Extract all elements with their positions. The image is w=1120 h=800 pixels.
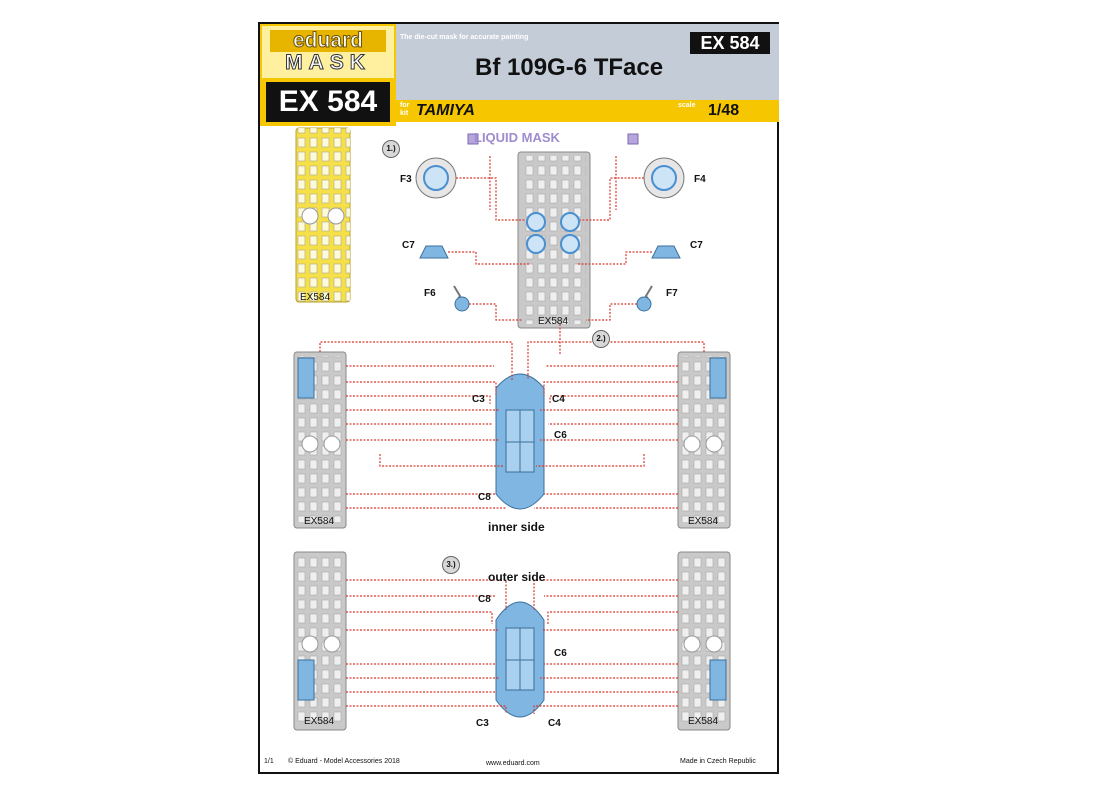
canopy-outer bbox=[495, 601, 545, 718]
copyright: © Eduard - Model Accessories 2018 bbox=[288, 758, 400, 765]
label-c7-right: C7 bbox=[690, 240, 703, 251]
grey-mask-sheet-3-left bbox=[293, 551, 347, 731]
canopy-inner bbox=[495, 373, 545, 510]
liquid-mask-marker-right bbox=[627, 133, 639, 145]
scale-label: scale bbox=[678, 102, 696, 109]
label-c4-outer: C4 bbox=[548, 718, 561, 729]
label-c8-inner: C8 bbox=[478, 492, 491, 503]
product-code-top: EX 584 bbox=[690, 32, 770, 54]
liquid-mask-label: LIQUID MASK bbox=[474, 130, 560, 145]
mask-diagram bbox=[293, 127, 731, 731]
step-2-badge: 2.) bbox=[592, 330, 610, 348]
sheet-code-3-left: EX584 bbox=[304, 716, 335, 727]
label-c6-outer: C6 bbox=[554, 648, 567, 659]
wheel-f3 bbox=[415, 157, 457, 199]
sheet-code-2-right: EX584 bbox=[688, 516, 719, 527]
step-1-badge: 1.) bbox=[382, 140, 400, 158]
step-3-badge: 3.) bbox=[442, 556, 460, 574]
outer-side-label: outer side bbox=[488, 570, 546, 584]
label-c3-outer: C3 bbox=[476, 718, 489, 729]
tagline: The die-cut mask for accurate painting bbox=[400, 34, 529, 41]
light-c7-right bbox=[651, 245, 681, 259]
label-f7: F7 bbox=[666, 288, 678, 299]
sheet-code-yellow: EX584 bbox=[300, 292, 331, 303]
guide-lines-step2 bbox=[319, 341, 705, 509]
label-c4-inner: C4 bbox=[552, 394, 565, 405]
grey-mask-sheet-1 bbox=[517, 151, 591, 329]
product-code: EX 584 bbox=[266, 82, 390, 122]
grey-mask-sheet-3-right bbox=[677, 551, 731, 731]
scale-value: 1/48 bbox=[708, 102, 740, 119]
label-c8-outer: C8 bbox=[478, 594, 491, 605]
website-url: www.eduard.com bbox=[486, 760, 540, 767]
tailwheel-f6 bbox=[453, 285, 470, 312]
brand-logo: eduard bbox=[270, 29, 386, 52]
liquid-mask-marker-left bbox=[467, 133, 479, 145]
label-f4: F4 bbox=[694, 174, 706, 185]
wheel-f4 bbox=[643, 157, 685, 199]
kit-maker: TAMIYA bbox=[416, 102, 475, 119]
guide-lines-step1 bbox=[448, 156, 652, 354]
grey-mask-sheet-2-right bbox=[677, 351, 731, 529]
sheet-code-2-left: EX584 bbox=[304, 516, 335, 527]
label-f3: F3 bbox=[400, 174, 412, 185]
made-in: Made in Czech Republic bbox=[680, 758, 756, 765]
label-c7-left: C7 bbox=[402, 240, 415, 251]
brand-mask-label: MASK bbox=[285, 51, 371, 74]
sheet-code-grey: EX584 bbox=[538, 316, 569, 327]
label-f6: F6 bbox=[424, 288, 436, 299]
tailwheel-f7 bbox=[636, 285, 653, 312]
sheet-code-3-right: EX584 bbox=[688, 716, 719, 727]
label-c6-inner: C6 bbox=[554, 430, 567, 441]
inner-side-label: inner side bbox=[488, 520, 545, 534]
for-kit-label: for kit bbox=[400, 102, 410, 117]
grey-mask-sheet-2-left bbox=[293, 351, 347, 529]
page-number: 1/1 bbox=[264, 758, 274, 765]
light-c7-left bbox=[419, 245, 449, 259]
guide-lines-step3 bbox=[346, 579, 678, 714]
label-c3-inner: C3 bbox=[472, 394, 485, 405]
kit-band bbox=[396, 100, 779, 122]
yellow-mask-sheet bbox=[295, 127, 351, 303]
page-title: Bf 109G-6 TFace bbox=[475, 54, 664, 81]
instruction-sheet: eduard MASK EX 584 The die-cut mask for … bbox=[258, 22, 779, 774]
